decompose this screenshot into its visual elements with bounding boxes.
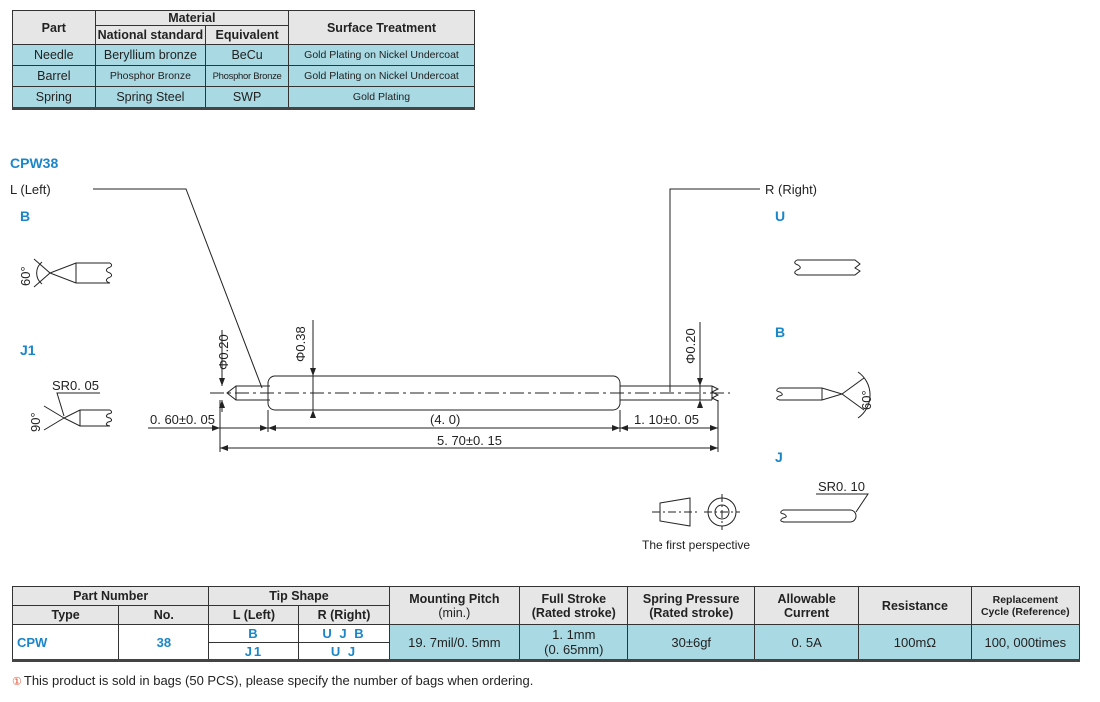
header-right: R (Right) [298,605,390,625]
tip-right-u-code: U [775,208,785,224]
cell-right-tip-2: U J [298,642,390,662]
tip-left-j1-angle: 90° [28,412,43,432]
cell-surface-treatment: Gold Plating [288,86,475,110]
model-label: CPW38 [10,155,58,171]
tip-left-b-code: B [20,208,30,224]
header-no: No. [118,605,210,625]
cell-full-stroke: 1. 1mm(0. 65mm) [519,624,629,662]
tip-right-j-shape [780,493,869,523]
header-mounting-pitch: Mounting Pitch(min.) [388,586,521,625]
cell-national-standard: Beryllium bronze [94,44,207,66]
header-part-number: Part Number [11,586,210,606]
material-table: Part Material Surface Treatment National… [12,10,475,110]
cell-part: Needle [12,44,96,66]
left-leader-line [93,188,263,389]
cell-national-standard: Spring Steel [94,86,207,110]
dim-dia-right-text: Φ0.20 [683,328,698,364]
dim-right-length: 1. 10±0. 05 [634,412,699,427]
header-spring-pressure: Spring Pressure(Rated stroke) [627,586,755,625]
cell-allowable-current: 0. 5A [753,624,860,662]
cell-left-tip-1: B [208,624,300,643]
right-leader-line [669,188,760,392]
cell-spring-pressure: 30±6gf [627,624,755,662]
dim-dia-left-text: Φ0.20 [216,334,231,370]
table-row: J1 U J [13,642,1080,662]
header-tip-shape: Tip Shape [208,586,390,606]
tip-left-b-shape [33,258,113,288]
cell-replacement-cycle: 100, 000times [970,624,1081,662]
header-resistance: Resistance [858,586,972,625]
tip-right-u-shape [794,259,861,276]
cell-surface-treatment: Gold Plating on Nickel Undercoat [288,44,475,66]
projection-caption: The first perspective [642,538,750,552]
tip-left-j1-radius: SR0. 05 [52,378,99,393]
first-angle-projection-symbol [652,494,740,530]
dim-length-lines [148,400,719,452]
cell-part: Barrel [12,65,96,87]
cell-mounting-pitch: 19. 7mil/0. 5mm [388,624,521,662]
cell-no: 38 [118,624,210,662]
header-surface-treatment: Surface Treatment [288,10,475,45]
tip-right-b-shape [776,371,871,419]
tip-right-b-code: B [775,324,785,340]
part-number-table: Part Number Tip Shape Mounting Pitch(min… [11,586,1081,662]
table-row: Spring Spring Steel SWP Gold Plating [12,86,475,110]
cell-resistance: 100mΩ [858,624,972,662]
tip-right-j-radius: SR0. 10 [818,479,865,494]
tip-right-b-angle: 60° [859,390,874,410]
tip-left-b-angle: 60° [18,266,33,286]
cell-national-standard: Phosphor Bronze [94,65,207,87]
cell-equivalent: Phosphor Bronze [205,65,290,87]
header-part: Part [12,10,96,45]
cell-surface-treatment: Gold Plating on Nickel Undercoat [288,65,475,87]
cell-left-tip-2: J1 [208,642,300,662]
header-material: Material [94,10,290,26]
cell-right-tip-1: U J B [298,624,390,643]
dim-total-length: 5. 70±0. 15 [437,433,502,448]
table-row: Barrel Phosphor Bronze Phosphor Bronze G… [12,65,475,87]
dim-left-length: 0. 60±0. 05 [150,412,215,427]
table-row: Needle Beryllium bronze BeCu Gold Platin… [12,44,475,66]
header-equivalent: Equivalent [205,25,290,45]
dim-body-length: (4. 0) [430,412,460,427]
header-type: Type [11,605,120,625]
note-text: This product is sold in bags (50 PCS), p… [23,673,534,688]
tip-right-j-code: J [775,449,783,465]
technical-drawing: CPW38 L (Left) R (Right) B 60° J1 SR0. 0… [10,155,874,552]
dim-dia-body-text: Φ0.38 [293,326,308,362]
header-national-standard: National standard [94,25,207,45]
cell-type: CPW [11,624,120,662]
tip-left-j1-code: J1 [20,342,36,358]
dimension-arrows [212,368,718,451]
right-label: R (Right) [765,182,817,197]
left-label: L (Left) [10,182,51,197]
header-full-stroke: Full Stroke(Rated stroke) [519,586,629,625]
cell-part: Spring [12,86,96,110]
note-mark-icon: ① [12,676,22,688]
table-row: CPW 38 B U J B 19. 7mil/0. 5mm 1. 1mm(0.… [11,624,1081,662]
header-left: L (Left) [208,605,300,625]
cell-equivalent: BeCu [205,44,290,66]
tip-left-j1-shape [43,392,113,431]
cell-equivalent: SWP [205,86,290,110]
